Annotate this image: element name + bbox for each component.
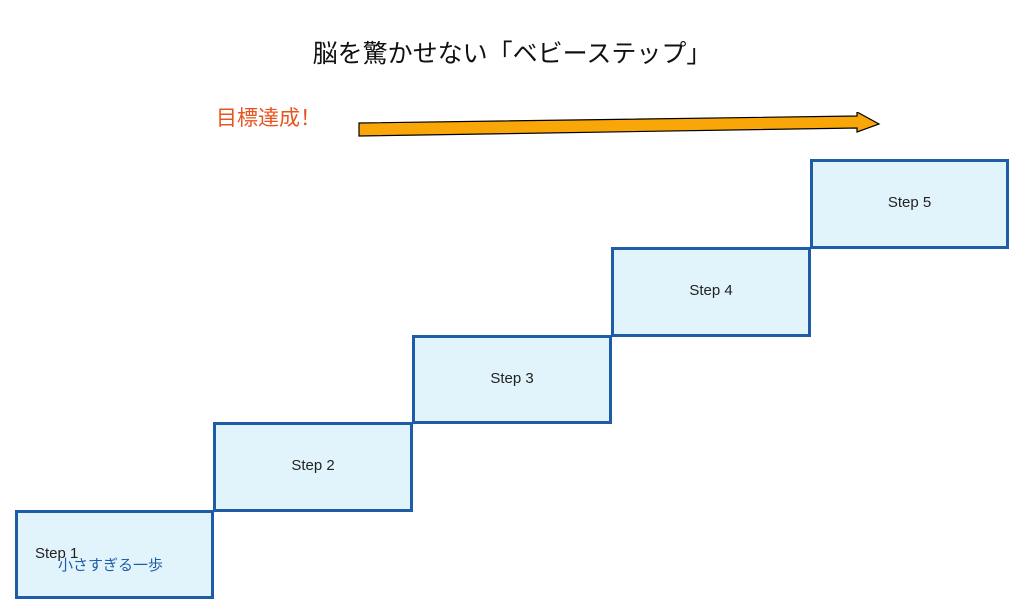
goal-label: 目標達成！ [216, 106, 321, 130]
step-2: Step 2 [213, 422, 413, 512]
step-2-label: Step 2 [291, 457, 335, 474]
step-1-label: Step 1 [35, 545, 79, 562]
small-step-label: 小さすぎる一歩 [58, 556, 164, 574]
goal-arrow [358, 112, 881, 137]
step-3: Step 3 [412, 335, 612, 424]
diagram-title: 脳を驚かせない「ベビーステップ」 [312, 39, 712, 68]
step-4-label: Step 4 [689, 282, 733, 299]
step-5: Step 5 [810, 159, 1009, 249]
step-4: Step 4 [611, 247, 811, 337]
step-5-label: Step 5 [887, 194, 932, 211]
step-1: Step 1 小さすぎる一歩 [15, 510, 214, 599]
step-3-label: Step 3 [490, 370, 534, 387]
